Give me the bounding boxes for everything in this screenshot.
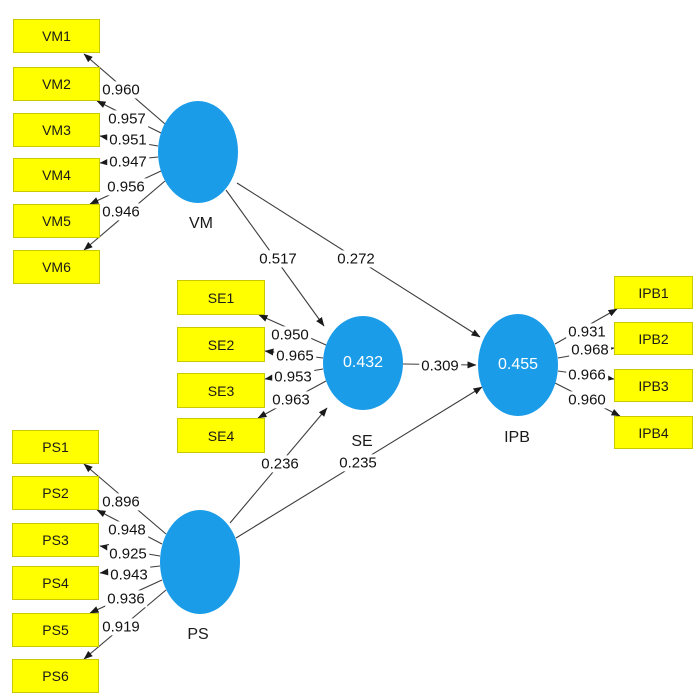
indicator-label: PS6 xyxy=(42,668,69,684)
indicator-label: PS4 xyxy=(42,575,69,591)
indicator-label: PS5 xyxy=(42,622,69,638)
path-coef-PS-IPB: 0.235 xyxy=(337,454,379,472)
indicator-label: PS2 xyxy=(42,485,69,501)
latent-VM[interactable] xyxy=(158,101,238,203)
loading-value-PS4: 0.943 xyxy=(108,566,150,584)
indicator-label: VM1 xyxy=(42,28,71,44)
loading-value-SE1: 0.950 xyxy=(269,326,311,344)
loading-value-SE3: 0.953 xyxy=(272,368,314,386)
loading-value-IPB4: 0.960 xyxy=(566,391,608,409)
indicator-label: SE1 xyxy=(207,289,235,306)
loading-value-VM4: 0.947 xyxy=(107,153,149,171)
indicator-VM2[interactable]: VM2 xyxy=(13,67,100,101)
indicator-label: PS3 xyxy=(42,532,69,548)
indicator-PS3[interactable]: PS3 xyxy=(12,523,99,557)
indicator-PS5[interactable]: PS5 xyxy=(12,613,99,647)
path-coef-SE-IPB: 0.309 xyxy=(419,357,461,375)
loading-value-VM5: 0.956 xyxy=(105,178,147,196)
loading-value-VM6: 0.946 xyxy=(100,203,142,221)
path-coef-VM-IPB: 0.272 xyxy=(335,250,377,268)
indicator-label: VM5 xyxy=(42,213,71,229)
loading-value-PS3: 0.925 xyxy=(107,545,149,563)
loading-value-VM3: 0.951 xyxy=(107,131,149,149)
indicator-IPB3[interactable]: IPB3 xyxy=(614,369,693,402)
indicator-PS1[interactable]: PS1 xyxy=(12,430,99,464)
latent-label-VM: VM xyxy=(189,214,213,232)
indicator-label: PS1 xyxy=(42,439,69,455)
loading-value-VM2: 0.957 xyxy=(106,110,148,128)
indicator-VM4[interactable]: VM4 xyxy=(13,158,100,192)
indicator-PS6[interactable]: PS6 xyxy=(12,659,99,693)
latent-label-SE: SE xyxy=(351,432,373,450)
indicator-label: SE3 xyxy=(207,382,235,399)
indicator-IPB4[interactable]: IPB4 xyxy=(614,416,693,449)
indicator-IPB1[interactable]: IPB1 xyxy=(614,276,693,309)
path-coef-PS-SE: 0.236 xyxy=(259,455,301,473)
indicator-VM1[interactable]: VM1 xyxy=(13,19,100,53)
loading-value-VM1: 0.960 xyxy=(100,81,142,99)
indicator-VM3[interactable]: VM3 xyxy=(13,113,100,147)
indicator-SE1[interactable]: SE1 xyxy=(177,280,265,315)
indicator-label: VM2 xyxy=(42,76,71,92)
indicator-SE4[interactable]: SE4 xyxy=(177,418,265,453)
latent-label-PS: PS xyxy=(187,625,209,643)
loading-value-PS5: 0.936 xyxy=(105,590,147,608)
indicator-label: VM6 xyxy=(42,259,71,275)
indicator-PS4[interactable]: PS4 xyxy=(12,566,99,600)
indicator-label: IPB3 xyxy=(638,377,669,394)
loading-value-PS2: 0.948 xyxy=(106,521,148,539)
indicator-VM6[interactable]: VM6 xyxy=(13,250,100,284)
r2-value-IPB: 0.455 xyxy=(497,356,539,373)
loading-value-PS1: 0.896 xyxy=(100,493,142,511)
loading-value-IPB1: 0.931 xyxy=(566,323,608,341)
indicator-SE3[interactable]: SE3 xyxy=(177,373,265,408)
indicator-label: IPB2 xyxy=(638,330,669,347)
path-coef-VM-SE: 0.517 xyxy=(257,250,299,268)
latent-SE[interactable]: 0.432 xyxy=(323,316,403,410)
indicator-PS2[interactable]: PS2 xyxy=(12,476,99,510)
latent-PS[interactable] xyxy=(160,510,240,614)
loading-value-SE4: 0.963 xyxy=(270,391,312,409)
r2-value-SE: 0.432 xyxy=(342,354,384,371)
indicator-VM5[interactable]: VM5 xyxy=(13,204,100,238)
indicator-label: VM4 xyxy=(42,167,71,183)
indicator-IPB2[interactable]: IPB2 xyxy=(614,322,693,355)
indicator-label: VM3 xyxy=(42,122,71,138)
latent-label-IPB: IPB xyxy=(504,428,530,446)
latent-IPB[interactable]: 0.455 xyxy=(478,314,558,416)
indicator-label: SE4 xyxy=(207,427,235,444)
loading-value-PS6: 0.919 xyxy=(100,618,142,636)
indicator-label: IPB1 xyxy=(638,284,669,301)
loading-value-SE2: 0.965 xyxy=(274,347,316,365)
indicator-label: SE2 xyxy=(207,336,235,353)
loading-value-IPB3: 0.966 xyxy=(566,366,608,384)
indicator-label: IPB4 xyxy=(638,424,669,441)
indicator-SE2[interactable]: SE2 xyxy=(177,327,265,362)
loading-value-IPB2: 0.968 xyxy=(569,341,611,359)
